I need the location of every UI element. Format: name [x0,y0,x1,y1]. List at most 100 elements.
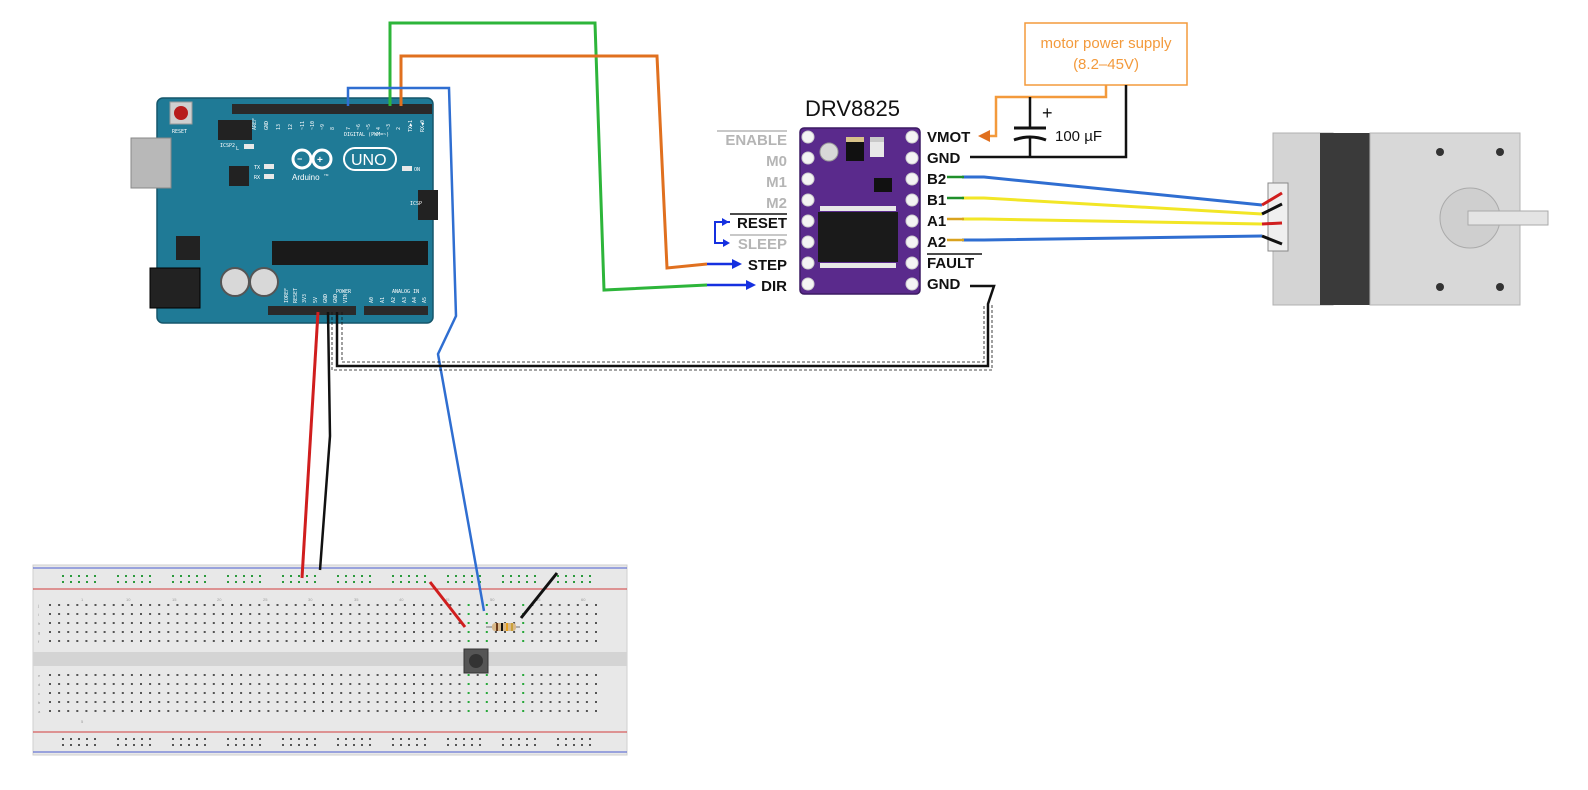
power-pin-4: GND [323,294,329,303]
dir-arrow [707,280,756,290]
bb-row-b: b [38,700,41,705]
drv-pin-m2: M2 [766,195,787,212]
led-l-label: L [236,146,239,152]
drv-pin-a1: A1 [927,213,946,230]
power-pin-6: VIN [343,294,349,303]
drv-pin-gnd-bottom: GND [927,276,961,293]
digital-header: DIGITAL (PWM=~) AREF GND 13 12 ~11 ~10 ~… [232,104,432,138]
digital-label: DIGITAL (PWM=~) [344,132,389,138]
power-pin-2: 3V3 [302,294,308,303]
bb-jumper-black [519,572,559,619]
wire-orange-step [399,54,708,270]
reset-label: RESET [172,129,187,135]
wire-b2 [962,175,1263,207]
arduino-tm: TM [324,173,329,177]
bb-col-60: 60 [581,597,586,602]
usb-port [130,137,172,189]
motor-wires [947,175,1283,246]
supply-wires [970,85,1128,159]
analog-pin-3: A3 [402,297,408,303]
digital-pin-10: ~5 [366,124,372,130]
drv-pin-holes-right [905,130,919,291]
capacitor-plus: + [1042,103,1053,123]
step-arrow [707,259,742,269]
digital-pin-7: 8 [330,127,336,130]
breadboard-column-numbers: 1 5 10 15 20 25 30 35 40 45 50 55 60 [81,597,586,724]
push-button [463,648,489,674]
analog-pin-5: A5 [422,297,428,303]
bb-row-j: j [37,603,39,608]
bb-jumper-red [428,581,467,628]
voltage-regulator [176,236,200,260]
drv-pin-m0: M0 [766,153,787,170]
digital-pin-3: 12 [288,124,294,130]
wire-b1 [962,196,1263,216]
power-pin-5: GND [333,294,339,303]
drv-pin-vmot: VMOT [927,129,970,146]
analog-pin-1: A1 [380,297,386,303]
bb-row-e: e [38,673,41,678]
bb-row-c: c [38,691,40,696]
bb-col-40: 40 [399,597,404,602]
stepper-motor [1267,132,1549,306]
icsp2-label: ICSP2 [220,143,235,149]
drv-pin-b2: B2 [927,171,946,188]
resistor [486,623,520,631]
capacitor-100uf: + 100 µF [1013,97,1102,157]
arduino-model: UNO [351,152,387,169]
bb-col-50: 50 [490,597,495,602]
digital-pin-5: ~10 [310,121,316,130]
motor-power-supply: motor power supply (8.2–45V) [1024,22,1188,86]
digital-pin-14: TX▶1 [408,120,414,132]
bb-col-45: 45 [445,597,450,602]
svg-text:+: + [317,155,323,166]
drv-pin-gnd-top: GND [927,150,961,167]
capacitor-left [220,267,250,297]
digital-pin-11: 4 [376,127,382,130]
led-rx-label: RX [254,175,260,181]
dc-jack [149,267,201,309]
drv-pin-reset: RESET [737,215,787,232]
analog-pin-2: A2 [391,297,397,303]
drv-right-labels: VMOT GND B2 B1 A1 A2 FAULT GND [927,129,982,293]
led-tx-label: TX [254,165,260,171]
icsp2-header: ICSP2 [218,120,252,149]
supply-line2: (8.2–45V) [1073,56,1139,73]
analog-pin-4: A4 [412,297,418,303]
wire-red-5v [300,311,320,579]
drv-pin-b1: B1 [927,192,946,209]
bb-row-a: a [38,709,41,714]
bb-col-15: 15 [172,597,177,602]
wire-blue-button [346,86,486,612]
drv-pin-sleep: SLEEP [738,236,787,253]
wire-a2 [962,234,1263,242]
bb-col-10: 10 [126,597,131,602]
digital-pin-0: AREF [252,118,258,130]
digital-pin-4: ~11 [300,121,306,130]
breadboard: 1 5 10 15 20 25 30 35 40 45 50 55 60 j i… [32,564,628,756]
drv-chip [818,212,898,262]
digital-pin-6: ~9 [320,124,326,130]
bb-col-35: 35 [354,597,359,602]
analog-header: ANALOG IN A0 A1 A2 A3 A4 A5 [364,289,428,315]
capacitor-right [249,267,279,297]
power-label: POWER [336,289,352,295]
power-pin-3: 5V [313,297,319,303]
wire-a1 [962,217,1263,226]
arduino-logo: − + UNO Arduino TM [291,147,397,182]
power-pin-1: RESET [293,288,299,303]
power-pin-0: IOREF [284,288,290,303]
drv-pin-m1: M1 [766,174,787,191]
bb-row-h: h [38,621,40,626]
drv-pin-step: STEP [748,257,787,274]
bb-row-d: d [38,682,40,687]
digital-pin-9: ~6 [356,124,362,130]
capacitor-value: 100 µF [1055,128,1102,145]
bb-row-i: i [38,612,39,617]
on-label: ON [414,167,420,173]
supply-line1: motor power supply [1041,35,1172,52]
bb-col-30: 30 [308,597,313,602]
bb-col-25: 25 [263,597,268,602]
drv-pin-fault: FAULT [927,255,974,272]
